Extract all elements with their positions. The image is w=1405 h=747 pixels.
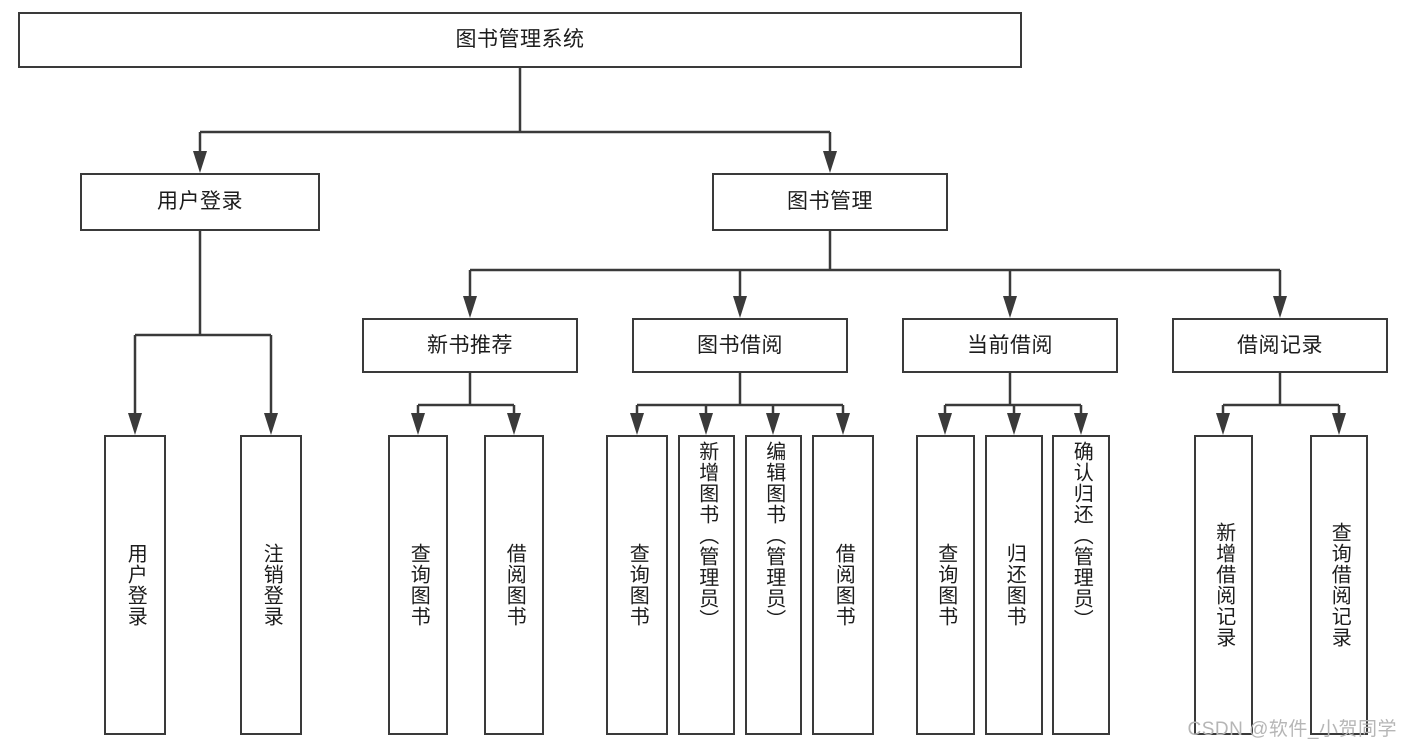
node-label: 查询图书 (934, 543, 957, 627)
node-leaf-confirm-return[interactable]: 确认归还（管理员） (1052, 435, 1110, 735)
arrow-head-bookborrow-to-leaves-1 (699, 413, 713, 435)
node-label: 图书借阅 (697, 333, 783, 357)
node-label: 借阅记录 (1237, 333, 1323, 357)
arrow-head-currentborrow-to-leaves-1 (1007, 413, 1021, 435)
arrow-head-borrowrecord-to-leaves-1 (1332, 413, 1346, 435)
node-leaf-add-record[interactable]: 新增借阅记录 (1194, 435, 1253, 735)
arrow-head-newbook-to-leaves-1 (507, 413, 521, 435)
arrow-head-bookborrow-to-leaves-3 (836, 413, 850, 435)
node-label: 新书推荐 (427, 333, 513, 357)
node-leaf-borrow-book-1[interactable]: 借阅图书 (484, 435, 544, 735)
node-leaf-edit-book[interactable]: 编辑图书（管理员） (745, 435, 802, 735)
node-book-manage[interactable]: 图书管理 (712, 173, 948, 231)
arrow-head-borrowrecord-to-leaves-0 (1216, 413, 1230, 435)
node-leaf-query-book-2[interactable]: 查询图书 (606, 435, 668, 735)
node-leaf-logout[interactable]: 注销登录 (240, 435, 302, 735)
node-leaf-query-book-3[interactable]: 查询图书 (916, 435, 975, 735)
node-label: 查询图书 (626, 543, 649, 627)
node-label: 借阅图书 (503, 543, 526, 627)
node-label: 查询借阅记录 (1328, 522, 1351, 648)
node-label: 图书管理系统 (455, 28, 585, 52)
node-label: 归还图书 (1003, 543, 1026, 627)
node-leaf-return-book[interactable]: 归还图书 (985, 435, 1043, 735)
arrow-head-bookmanage-to-level2-0 (463, 296, 477, 318)
arrow-head-bookmanage-to-level2-1 (733, 296, 747, 318)
node-label: 确认归还（管理员） (1070, 441, 1093, 630)
node-root[interactable]: 图书管理系统 (18, 12, 1022, 68)
node-label: 图书管理 (787, 190, 873, 214)
arrow-head-root-to-level1-0 (193, 151, 207, 173)
node-leaf-add-book[interactable]: 新增图书（管理员） (678, 435, 735, 735)
node-book-borrow[interactable]: 图书借阅 (632, 318, 848, 373)
node-new-book-rec[interactable]: 新书推荐 (362, 318, 578, 373)
arrow-head-bookborrow-to-leaves-2 (766, 413, 780, 435)
node-leaf-query-record[interactable]: 查询借阅记录 (1310, 435, 1368, 735)
node-label: 查询图书 (407, 543, 430, 627)
node-label: 借阅图书 (832, 543, 855, 627)
node-current-borrow[interactable]: 当前借阅 (902, 318, 1118, 373)
arrow-head-currentborrow-to-leaves-2 (1074, 413, 1088, 435)
node-leaf-borrow-book-2[interactable]: 借阅图书 (812, 435, 874, 735)
node-leaf-query-book-1[interactable]: 查询图书 (388, 435, 448, 735)
node-label: 用户登录 (157, 190, 243, 214)
arrow-head-newbook-to-leaves-0 (411, 413, 425, 435)
arrow-head-userlogin-to-leaves-1 (264, 413, 278, 435)
node-user-login[interactable]: 用户登录 (80, 173, 320, 231)
arrow-head-bookmanage-to-level2-2 (1003, 296, 1017, 318)
node-label: 新增借阅记录 (1212, 522, 1235, 648)
arrow-head-bookmanage-to-level2-3 (1273, 296, 1287, 318)
node-label: 注销登录 (260, 543, 283, 627)
arrow-head-bookborrow-to-leaves-0 (630, 413, 644, 435)
arrow-head-root-to-level1-1 (823, 151, 837, 173)
node-label: 当前借阅 (967, 333, 1053, 357)
node-borrow-record[interactable]: 借阅记录 (1172, 318, 1388, 373)
arrow-head-userlogin-to-leaves-0 (128, 413, 142, 435)
watermark-label: CSDN @软件_小贺同学 (1187, 719, 1397, 740)
node-label: 用户登录 (124, 543, 147, 627)
arrow-head-currentborrow-to-leaves-0 (938, 413, 952, 435)
node-leaf-user-login[interactable]: 用户登录 (104, 435, 166, 735)
node-label: 新增图书（管理员） (695, 441, 718, 630)
node-label: 编辑图书（管理员） (762, 441, 785, 630)
